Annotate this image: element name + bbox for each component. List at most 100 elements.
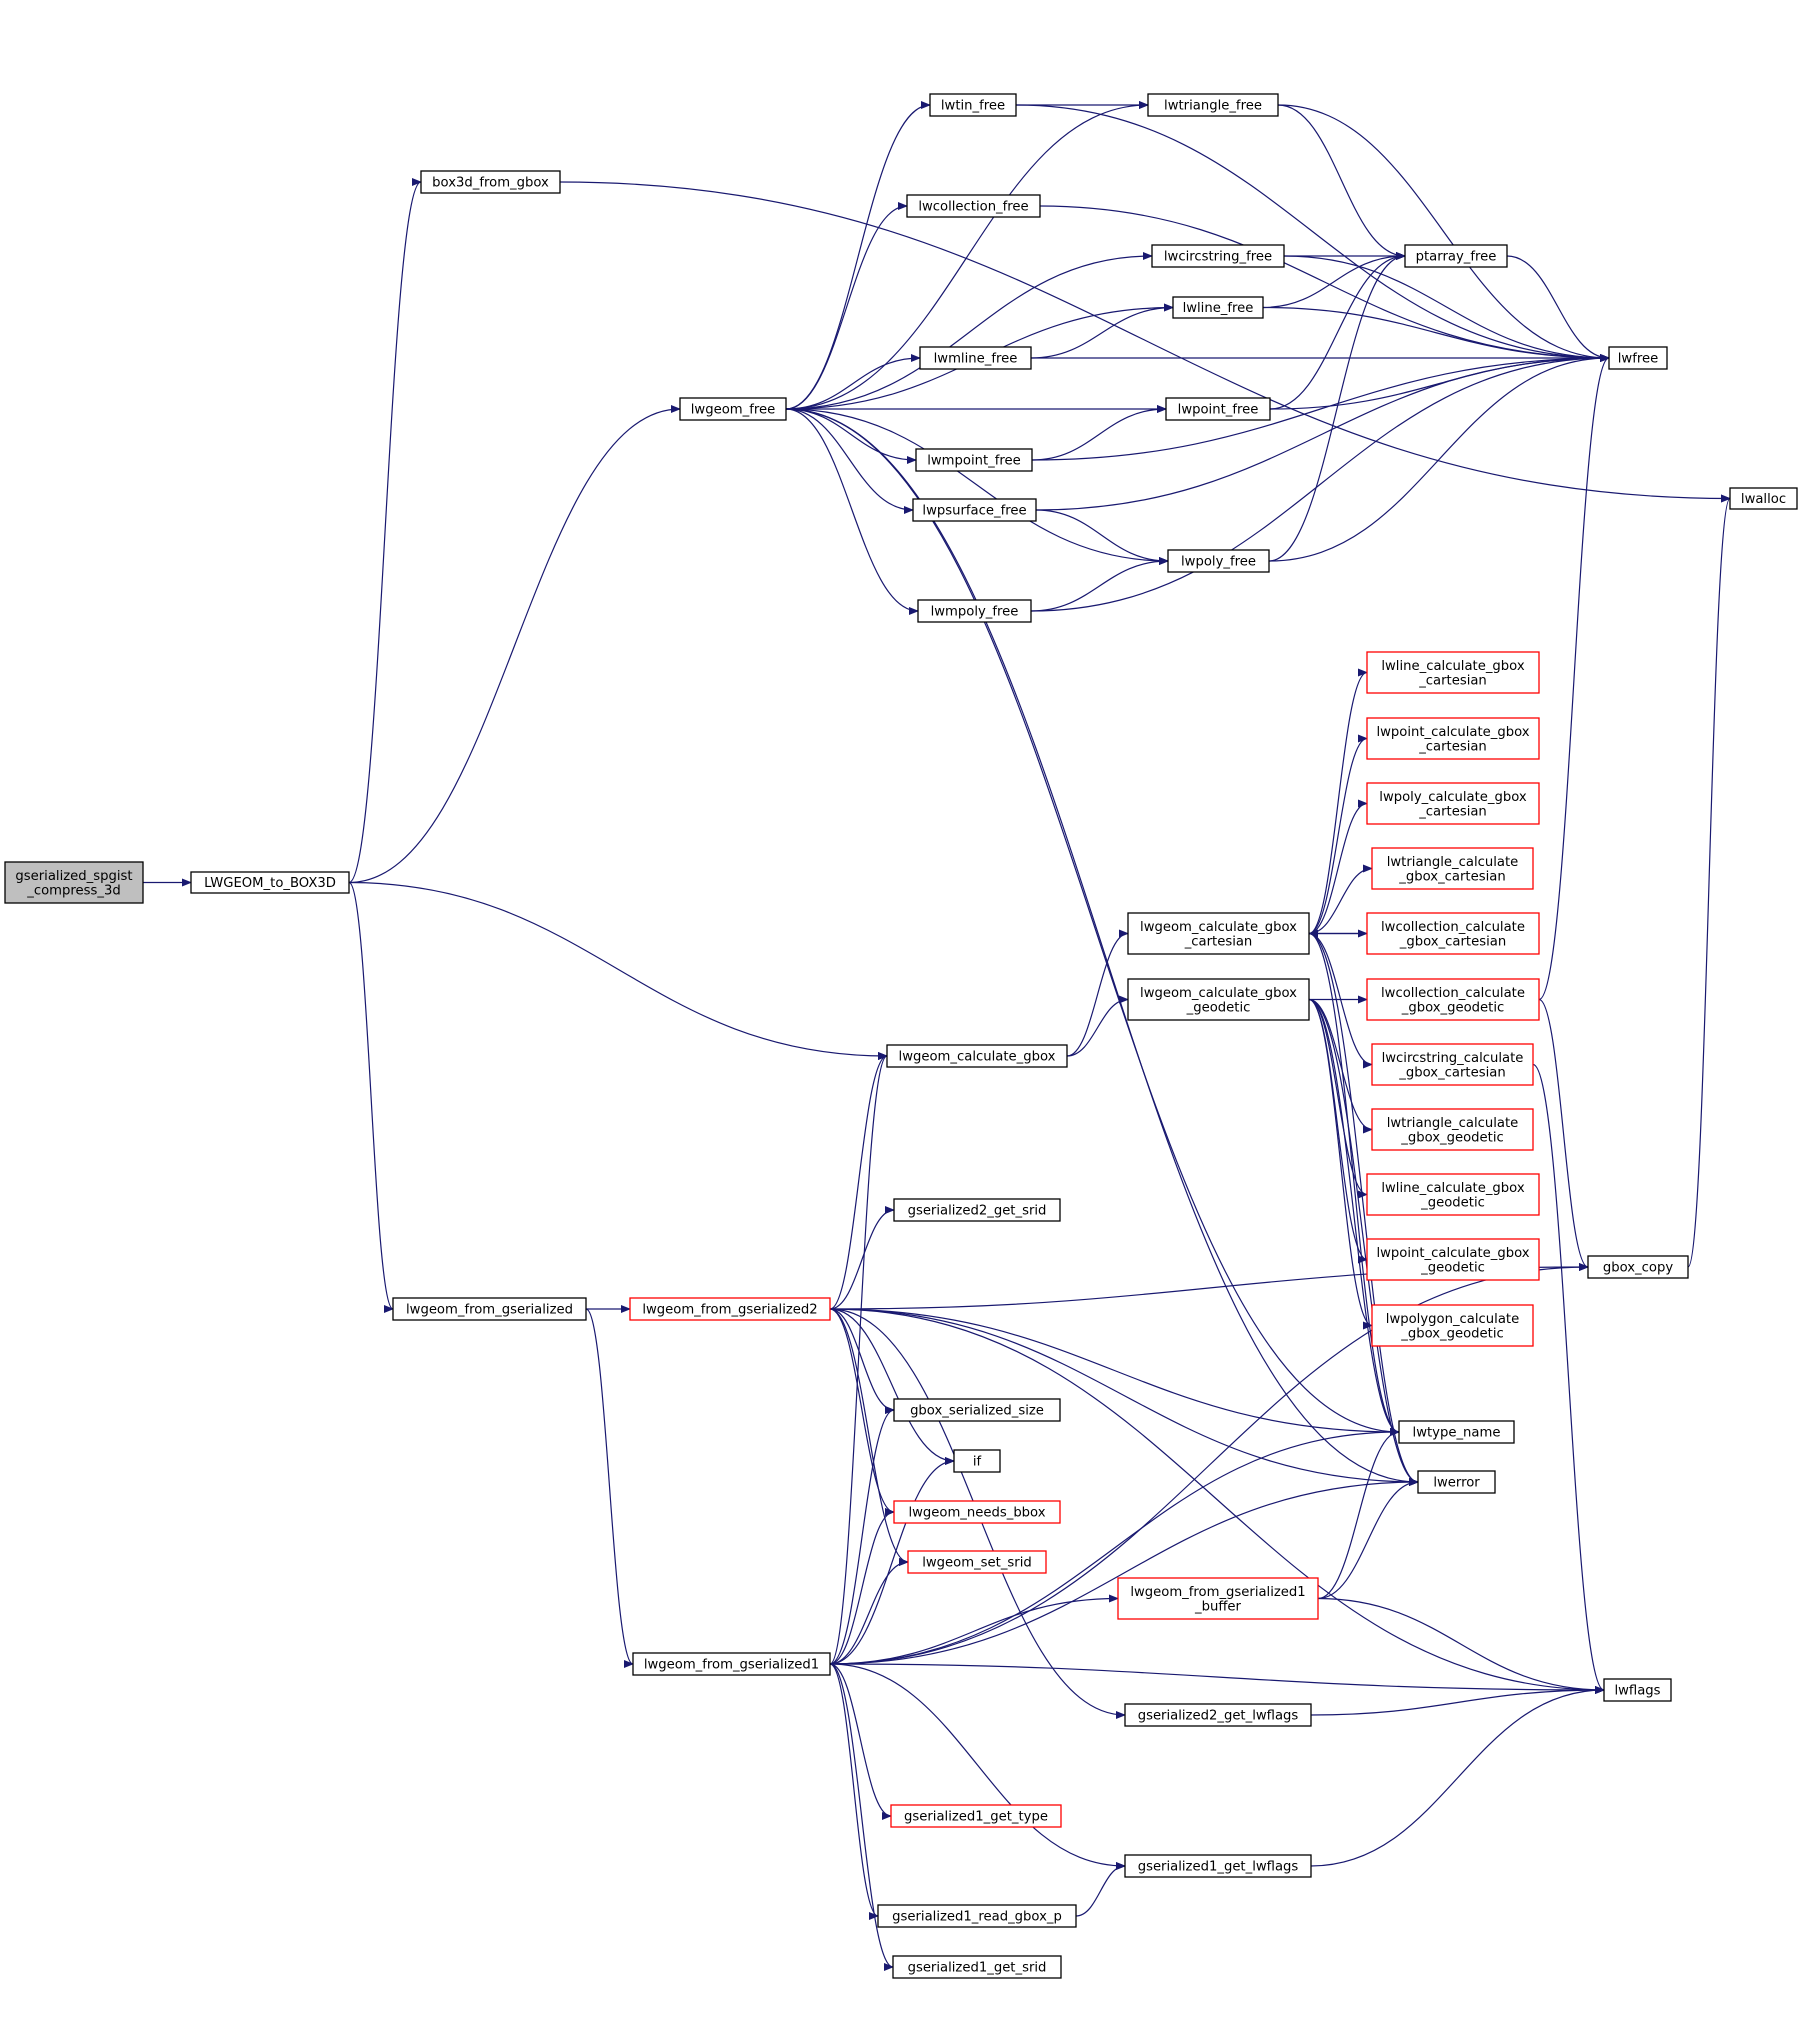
node-lwtriangle_free[interactable]: lwtriangle_free xyxy=(1147,93,1279,117)
node-lwpoly_free[interactable]: lwpoly_free xyxy=(1167,549,1270,573)
node-box xyxy=(912,498,1037,522)
node-label: lwpsurface_free xyxy=(922,504,1026,519)
node-lwpoint_calculate_gbox_cartesian[interactable]: lwpoint_calculate_gbox_cartesian xyxy=(1366,717,1540,760)
node-lwgeom_free[interactable]: lwgeom_free xyxy=(679,397,787,421)
node-box xyxy=(632,1652,831,1676)
node-gserialized1_get_lwflags[interactable]: gserialized1_get_lwflags xyxy=(1124,1854,1312,1878)
node-box xyxy=(1366,1173,1540,1216)
node-lwfree[interactable]: lwfree xyxy=(1608,346,1668,370)
node-gserialized1_get_srid[interactable]: gserialized1_get_srid xyxy=(892,1955,1062,1979)
node-lwpolygon_calculate_gbox_geodetic[interactable]: lwpolygon_calculate_gbox_geodetic xyxy=(1371,1304,1534,1347)
node-label: lwtriangle_free xyxy=(1164,99,1262,114)
edge-lwpsurface_free-to-lwpoly_free xyxy=(1035,509,1169,565)
node-layer: gserialized_spgist_compress_3d LWGEOM_to_… xyxy=(4,93,1798,1979)
node-lwtin_free[interactable]: lwtin_free xyxy=(929,93,1017,117)
node-label: ptarray_free xyxy=(1416,250,1497,265)
node-label: lwpoint_free xyxy=(1178,403,1259,418)
node-box xyxy=(1366,1238,1540,1281)
node-box xyxy=(392,1297,587,1321)
node-gserialized1_read_gbox_p[interactable]: gserialized1_read_gbox_p xyxy=(877,1904,1077,1928)
node-label: lwcollection_calculate xyxy=(1381,920,1525,935)
edge-lwpoly_free-to-lwfree xyxy=(1268,354,1610,562)
node-lwmpoint_free[interactable]: lwmpoint_free xyxy=(915,448,1033,472)
edge-lwgeom_from_gserialized1-to-gbox_serialized_size xyxy=(829,1406,895,1665)
node-lwcircstring_free[interactable]: lwcircstring_free xyxy=(1151,244,1285,268)
node-if[interactable]: if xyxy=(953,1449,1001,1473)
edge-lwgeom_from_gserialized2-to-lwgeom_calculate_gbox xyxy=(829,1052,888,1310)
node-label: lwtriangle_calculate xyxy=(1387,855,1519,870)
node-box xyxy=(919,346,1032,370)
edge-gserialized1_get_lwflags-to-lwflags xyxy=(1310,1686,1605,1867)
edge-lwgeom_from_gserialized1-to-lwflags xyxy=(829,1663,1605,1694)
node-lwflags[interactable]: lwflags xyxy=(1603,1678,1672,1702)
node-gbox_serialized_size[interactable]: gbox_serialized_size xyxy=(893,1398,1061,1422)
node-label: _cartesian xyxy=(1418,739,1487,754)
node-lwtype_name[interactable]: lwtype_name xyxy=(1398,1420,1515,1444)
node-box xyxy=(906,194,1041,218)
node-lwgeom_from_gserialized1_buffer[interactable]: lwgeom_from_gserialized1_buffer xyxy=(1117,1577,1319,1620)
node-box xyxy=(886,1044,1068,1068)
node-label: _gbox_cartesian xyxy=(1399,934,1506,949)
node-lwpoint_calculate_gbox_geodetic[interactable]: lwpoint_calculate_gbox_geodetic xyxy=(1366,1238,1540,1281)
node-gserialized2_get_srid[interactable]: gserialized2_get_srid xyxy=(893,1198,1061,1222)
node-lwgeom_set_srid[interactable]: lwgeom_set_srid xyxy=(907,1550,1047,1574)
node-label: lwcollection_free xyxy=(918,200,1028,215)
node-lwerror[interactable]: lwerror xyxy=(1417,1470,1496,1494)
node-label: lwgeom_from_gserialized xyxy=(406,1303,573,1318)
node-lwline_calculate_gbox_geodetic[interactable]: lwline_calculate_gbox_geodetic xyxy=(1366,1173,1540,1216)
node-lwmline_free[interactable]: lwmline_free xyxy=(919,346,1032,370)
node-ptarray_free[interactable]: ptarray_free xyxy=(1404,244,1508,268)
node-box xyxy=(953,1449,1001,1473)
node-box xyxy=(1371,847,1534,890)
node-lwcollection_free[interactable]: lwcollection_free xyxy=(906,194,1041,218)
node-lwgeom_from_gserialized2[interactable]: lwgeom_from_gserialized2 xyxy=(629,1297,831,1321)
node-lwgeom_from_gserialized1[interactable]: lwgeom_from_gserialized1 xyxy=(632,1652,831,1676)
node-lwgeom_calculate_gbox[interactable]: lwgeom_calculate_gbox xyxy=(886,1044,1068,1068)
edge-lwgeom_free-to-lwtin_free xyxy=(785,101,931,410)
edge-lwmpoly_free-to-lwfree xyxy=(1030,354,1610,612)
node-lwline_calculate_gbox_cartesian[interactable]: lwline_calculate_gbox_cartesian xyxy=(1366,651,1540,694)
edge-lwcollection_calculate_gbox_geodetic-to-gbox_copy xyxy=(1538,998,1589,1271)
edge-ptarray_free-to-lwfree xyxy=(1506,255,1610,362)
node-gserialized2_get_lwflags[interactable]: gserialized2_get_lwflags xyxy=(1124,1703,1312,1727)
node-box xyxy=(1729,487,1798,510)
node-label: lwline_calculate_gbox xyxy=(1381,659,1524,674)
node-lwgeom_calculate_gbox_geodetic[interactable]: lwgeom_calculate_gbox_geodetic xyxy=(1127,978,1310,1021)
node-lwcircstring_calculate_gbox_cartesian[interactable]: lwcircstring_calculate_gbox_cartesian xyxy=(1371,1043,1534,1086)
node-label: lwpolygon_calculate xyxy=(1386,1312,1519,1327)
node-gbox_copy[interactable]: gbox_copy xyxy=(1587,1255,1689,1279)
node-label: _gbox_cartesian xyxy=(1398,1065,1505,1080)
node-lwtriangle_calculate_gbox_geodetic[interactable]: lwtriangle_calculate_gbox_geodetic xyxy=(1371,1108,1534,1151)
edge-lwgeom_from_gserialized-to-lwgeom_from_gserialized1 xyxy=(585,1308,634,1668)
node-lwcollection_calculate_gbox_cartesian[interactable]: lwcollection_calculate_gbox_cartesian xyxy=(1366,912,1540,955)
node-gserialized_spgist_compress_3d[interactable]: gserialized_spgist_compress_3d xyxy=(4,861,144,904)
edge-lwgeom_from_gserialized1-to-lwgeom_set_srid xyxy=(829,1558,909,1665)
node-gserialized1_get_type[interactable]: gserialized1_get_type xyxy=(890,1804,1062,1828)
node-lwgeom_from_gserialized[interactable]: lwgeom_from_gserialized xyxy=(392,1297,587,1321)
node-lwline_free[interactable]: lwline_free xyxy=(1172,296,1264,319)
node-box xyxy=(1117,1577,1319,1620)
node-box xyxy=(892,1955,1062,1979)
node-label: lwflags xyxy=(1614,1684,1660,1699)
node-lwcollection_calculate_gbox_geodetic[interactable]: lwcollection_calculate_gbox_geodetic xyxy=(1366,978,1540,1021)
node-box xyxy=(890,1804,1062,1828)
node-lwpsurface_free[interactable]: lwpsurface_free xyxy=(912,498,1037,522)
node-box3d_from_gbox[interactable]: box3d_from_gbox xyxy=(420,170,561,194)
edge-lwgeom_from_gserialized1-to-lwtype_name xyxy=(829,1428,1400,1665)
edge-lwgeom_from_gserialized2-to-lwgeom_set_srid xyxy=(829,1308,909,1566)
node-lwtriangle_calculate_gbox_cartesian[interactable]: lwtriangle_calculate_gbox_cartesian xyxy=(1371,847,1534,890)
node-label: lwgeom_free xyxy=(691,403,775,418)
node-lwgeom_calculate_gbox_cartesian[interactable]: lwgeom_calculate_gbox_cartesian xyxy=(1127,912,1310,955)
node-LWGEOM_to_BOX3D[interactable]: LWGEOM_to_BOX3D xyxy=(190,871,350,894)
edge-gserialized1_read_gbox_p-to-gserialized1_get_lwflags xyxy=(1075,1862,1126,1917)
node-lwpoint_free[interactable]: lwpoint_free xyxy=(1165,397,1271,421)
node-lwmpoly_free[interactable]: lwmpoly_free xyxy=(917,599,1032,623)
node-lwalloc[interactable]: lwalloc xyxy=(1729,487,1798,510)
node-box xyxy=(1124,1703,1312,1727)
node-label: _cartesian xyxy=(1418,804,1487,819)
node-box xyxy=(1603,1678,1672,1702)
node-lwgeom_needs_bbox[interactable]: lwgeom_needs_bbox xyxy=(893,1500,1061,1524)
node-lwpoly_calculate_gbox_cartesian[interactable]: lwpoly_calculate_gbox_cartesian xyxy=(1366,782,1540,825)
edge-lwgeom_from_gserialized1-to-gbox_copy xyxy=(829,1263,1589,1665)
